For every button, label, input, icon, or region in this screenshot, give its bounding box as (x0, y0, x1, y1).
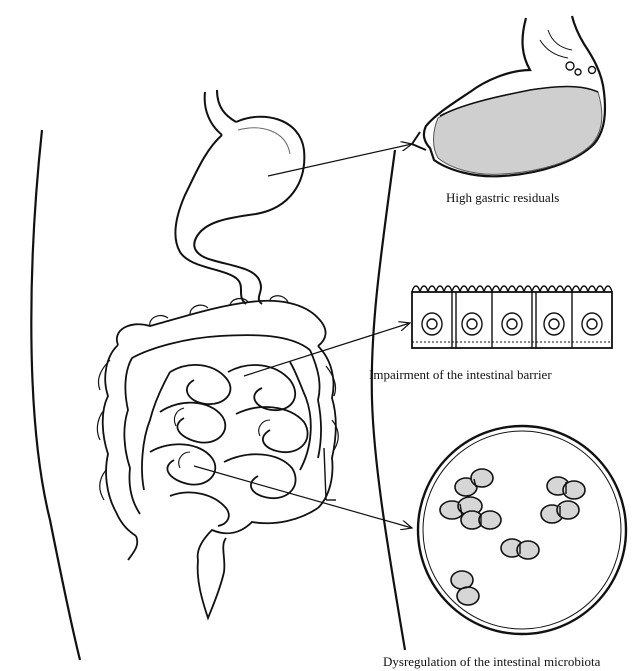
body-outline-left (31, 130, 80, 660)
intestine-icon (97, 296, 338, 618)
stomach-icon (175, 90, 304, 304)
arrow-microbiota (194, 466, 412, 528)
caption-intestinal-microbiota: Dysregulation of the intestinal microbio… (383, 654, 600, 670)
gastric-residual-illustration (412, 16, 605, 176)
caption-intestinal-barrier: Impairment of the intestinal barrier (369, 367, 552, 383)
body-outline-right (372, 150, 405, 650)
epithelial-cells-icon (412, 286, 612, 348)
caption-gastric-residuals: High gastric residuals (446, 190, 559, 206)
bacteria-icon (418, 426, 626, 634)
arrow-stomach (268, 144, 412, 176)
small-intestine (142, 362, 311, 526)
